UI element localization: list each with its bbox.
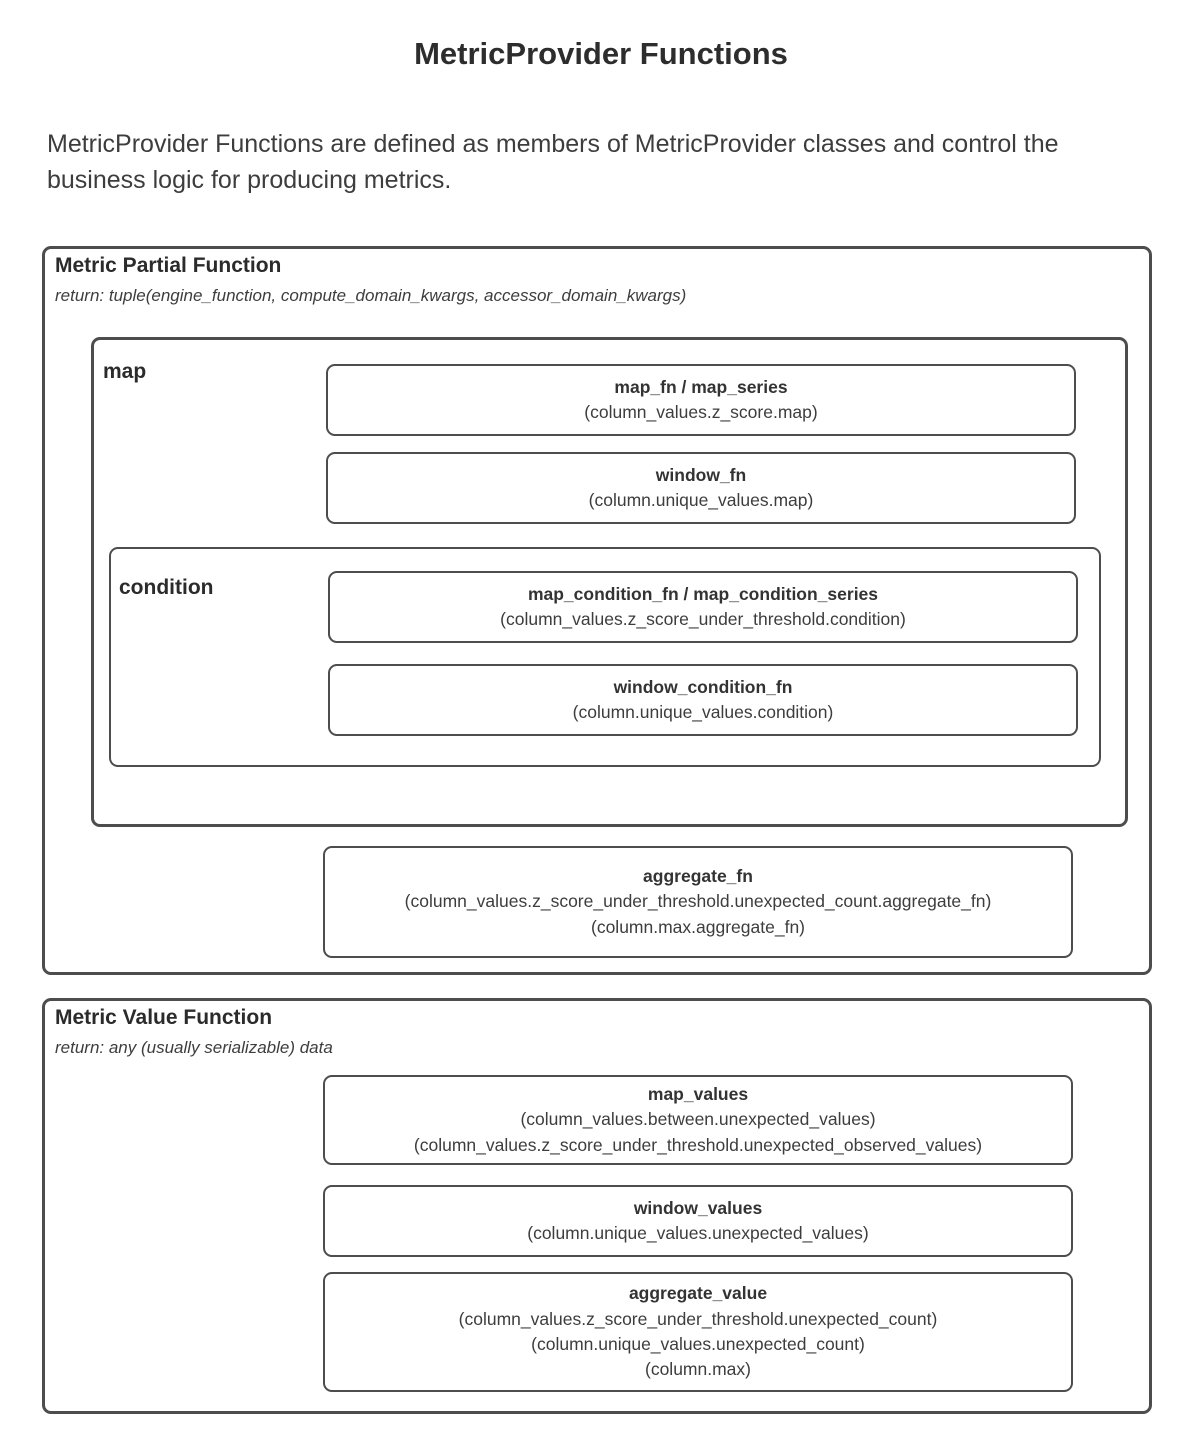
page-title: MetricProvider Functions — [414, 36, 788, 71]
metric-value-function-box: Metric Value Function return: any (usual… — [42, 998, 1152, 1414]
node-aggregate-value-line2: (column.unique_values.unexpected_count) — [531, 1334, 865, 1354]
metric-partial-function-title: Metric Partial Function — [55, 254, 282, 277]
node-map-fn: map_fn / map_series (column_values.z_sco… — [326, 364, 1076, 436]
node-map-fn-line: (column_values.z_score.map) — [584, 402, 818, 422]
condition-group-box: condition map_condition_fn / map_conditi… — [109, 547, 1101, 767]
metric-value-function-title: Metric Value Function — [55, 1006, 273, 1029]
node-aggregate-value-line1: (column_values.z_score_under_threshold.u… — [458, 1308, 938, 1329]
node-window-values-line: (column.unique_values.unexpected_values) — [527, 1223, 869, 1243]
node-aggregate-fn-title: aggregate_fn — [643, 865, 753, 886]
node-window-values-title: window_values — [633, 1197, 763, 1218]
metric-value-function-return-note: return: any (usually serializable) data — [55, 1038, 333, 1057]
node-aggregate-fn-line2: (column.max.aggregate_fn) — [591, 916, 805, 937]
metric-partial-function-box: Metric Partial Function return: tuple(en… — [42, 246, 1152, 975]
node-map-values: map_values (column_values.between.unexpe… — [323, 1075, 1073, 1165]
node-map-condition-fn-title: map_condition_fn / map_condition_series — [527, 583, 879, 604]
node-aggregate-value-line3: (column.max) — [645, 1359, 751, 1380]
node-aggregate-fn-line1: (column_values.z_score_under_threshold.u… — [404, 891, 992, 912]
node-aggregate-value-title: aggregate_value — [628, 1283, 768, 1304]
node-map-fn-title: map_fn / map_series — [614, 376, 788, 397]
map-group-box: map map_fn / map_series (column_values.z… — [91, 337, 1128, 827]
condition-group-label: condition — [119, 576, 214, 599]
node-window-condition-fn-line: (column.unique_values.condition) — [572, 702, 834, 722]
node-window-fn-title: window_fn — [655, 464, 747, 485]
map-group-label: map — [103, 360, 147, 383]
node-window-fn-line: (column.unique_values.map) — [588, 490, 814, 510]
node-window-values: window_values (column.unique_values.unex… — [323, 1185, 1073, 1257]
node-aggregate-value: aggregate_value (column_values.z_score_u… — [323, 1272, 1073, 1392]
node-aggregate-fn: aggregate_fn (column_values.z_score_unde… — [323, 846, 1073, 958]
intro-paragraph: MetricProvider Functions are defined as … — [47, 130, 1059, 194]
node-window-condition-fn-title: window_condition_fn — [613, 676, 793, 697]
node-window-fn: window_fn (column.unique_values.map) — [326, 452, 1076, 524]
node-map-values-line1: (column_values.between.unexpected_values… — [520, 1109, 876, 1130]
node-map-condition-fn: map_condition_fn / map_condition_series … — [328, 571, 1078, 643]
node-window-condition-fn: window_condition_fn (column.unique_value… — [328, 664, 1078, 736]
node-map-values-title: map_values — [647, 1083, 749, 1104]
node-map-values-line2: (column_values.z_score_under_threshold.u… — [413, 1134, 983, 1155]
node-map-condition-fn-line: (column_values.z_score_under_threshold.c… — [500, 609, 906, 629]
metric-partial-function-return-note: return: tuple(engine_function, compute_d… — [55, 286, 687, 305]
